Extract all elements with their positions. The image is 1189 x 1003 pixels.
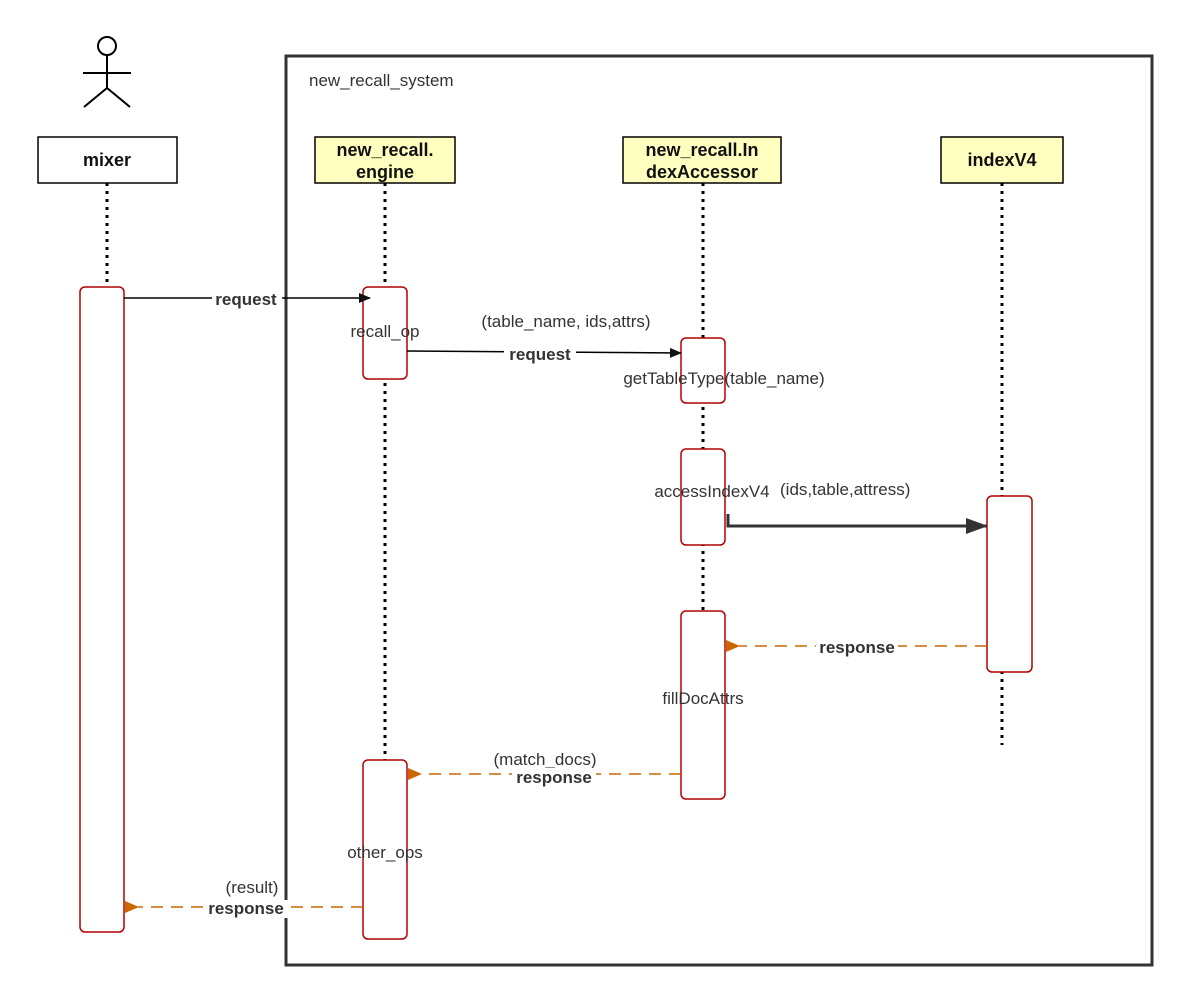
participant-index: indexV4 xyxy=(940,136,1064,184)
participant-index-label: indexV4 xyxy=(967,150,1036,170)
activation-access-index xyxy=(680,448,726,546)
activation-other-ops xyxy=(362,759,408,940)
message-response-3-label: response xyxy=(208,899,284,918)
activation-recall-op-label: recall_op xyxy=(351,322,420,341)
activation-index xyxy=(986,495,1033,673)
activation-fill-doc-attrs xyxy=(680,610,726,800)
message-request-2-label: request xyxy=(509,345,571,364)
participant-engine-line1: new_recall. xyxy=(336,140,433,160)
message-request-1-label: request xyxy=(215,290,277,309)
message-access-index-arrow xyxy=(726,514,988,534)
message-response-2-params: (match_docs) xyxy=(494,750,597,769)
participant-accessor-line2: dexAccessor xyxy=(646,162,758,182)
system-frame xyxy=(284,54,1154,967)
participant-accessor-line1: new_recall.In xyxy=(645,140,758,160)
participant-mixer: mixer xyxy=(37,136,178,184)
participant-engine: new_recall. engine xyxy=(314,136,456,184)
activation-get-table-type-label: getTableType(table_name) xyxy=(623,369,824,388)
activation-mixer xyxy=(79,286,125,933)
activation-fill-doc-attrs-label: fillDocAttrs xyxy=(662,689,743,708)
message-request-2-params: (table_name, ids,attrs) xyxy=(481,312,650,331)
activation-get-table-type xyxy=(680,337,726,404)
participant-engine-line2: engine xyxy=(356,162,414,182)
participant-mixer-label: mixer xyxy=(83,150,131,170)
actor-icon xyxy=(83,36,131,108)
system-title: new_recall_system xyxy=(309,71,454,90)
message-access-index-params: (ids,table,attress) xyxy=(780,480,910,499)
message-response-3-params: (result) xyxy=(226,878,279,897)
activation-access-index-label: accessIndexV4 xyxy=(654,482,769,501)
activation-other-ops-label: other_ops xyxy=(347,843,423,862)
activation-recall-op xyxy=(362,286,408,380)
participant-accessor: new_recall.In dexAccessor xyxy=(622,136,782,184)
message-response-2-label: response xyxy=(516,768,592,787)
message-response-1-label: response xyxy=(819,638,895,657)
